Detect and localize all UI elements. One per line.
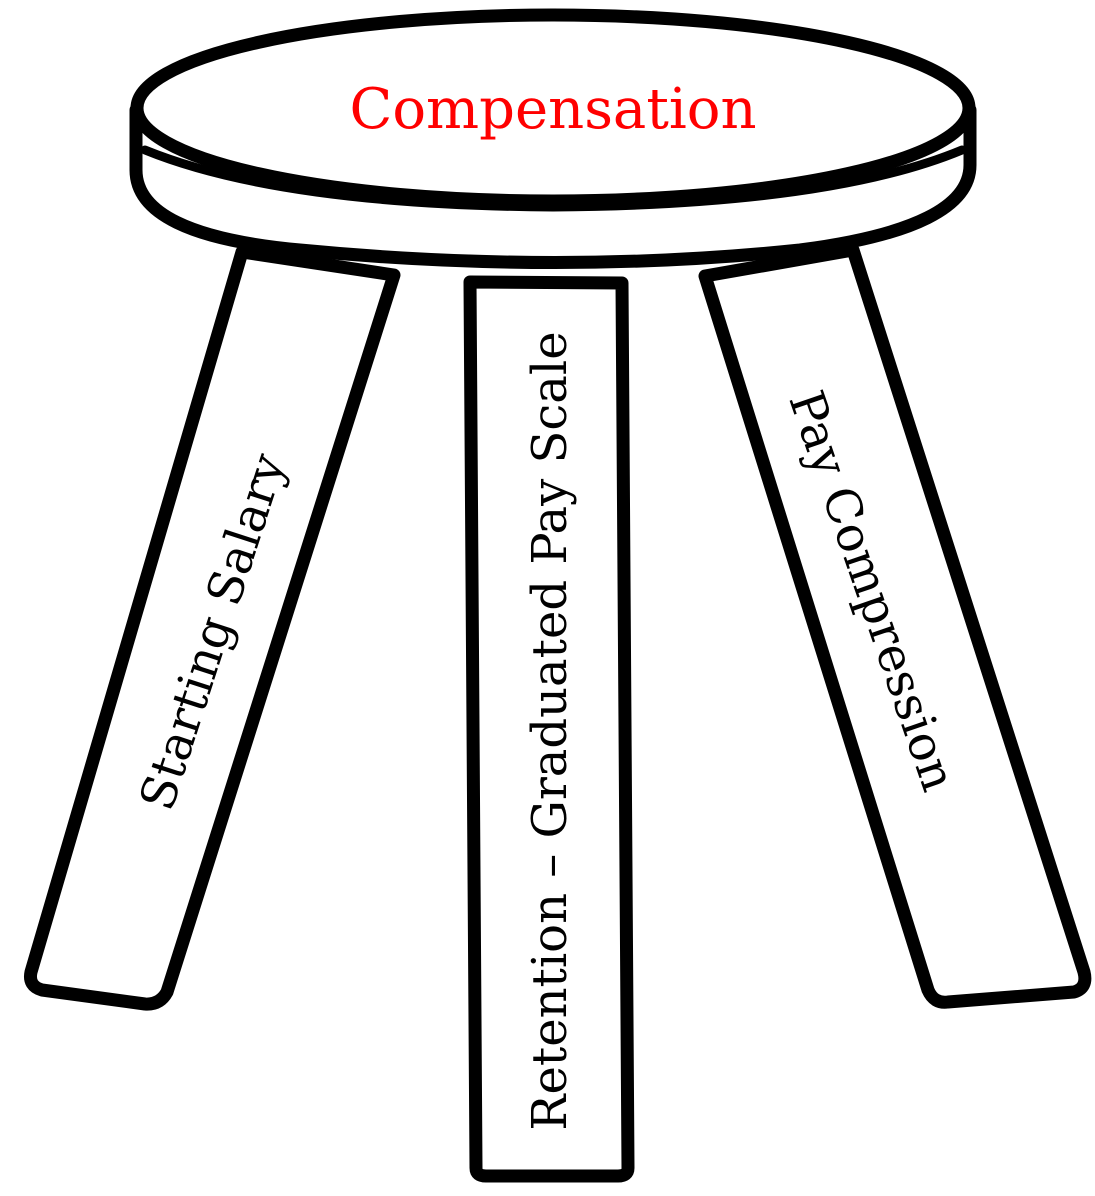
seat-label: Compensation bbox=[349, 77, 756, 142]
right-leg bbox=[698, 243, 1092, 1009]
left-leg bbox=[24, 245, 401, 1011]
center-leg bbox=[463, 275, 635, 1183]
seat-top bbox=[130, 8, 976, 208]
stool-legs bbox=[24, 243, 1092, 1183]
seat-edge-line bbox=[140, 145, 967, 212]
center-leg-label: Retention – Graduated Pay Scale bbox=[522, 331, 578, 1130]
stool-seat bbox=[129, 8, 977, 269]
